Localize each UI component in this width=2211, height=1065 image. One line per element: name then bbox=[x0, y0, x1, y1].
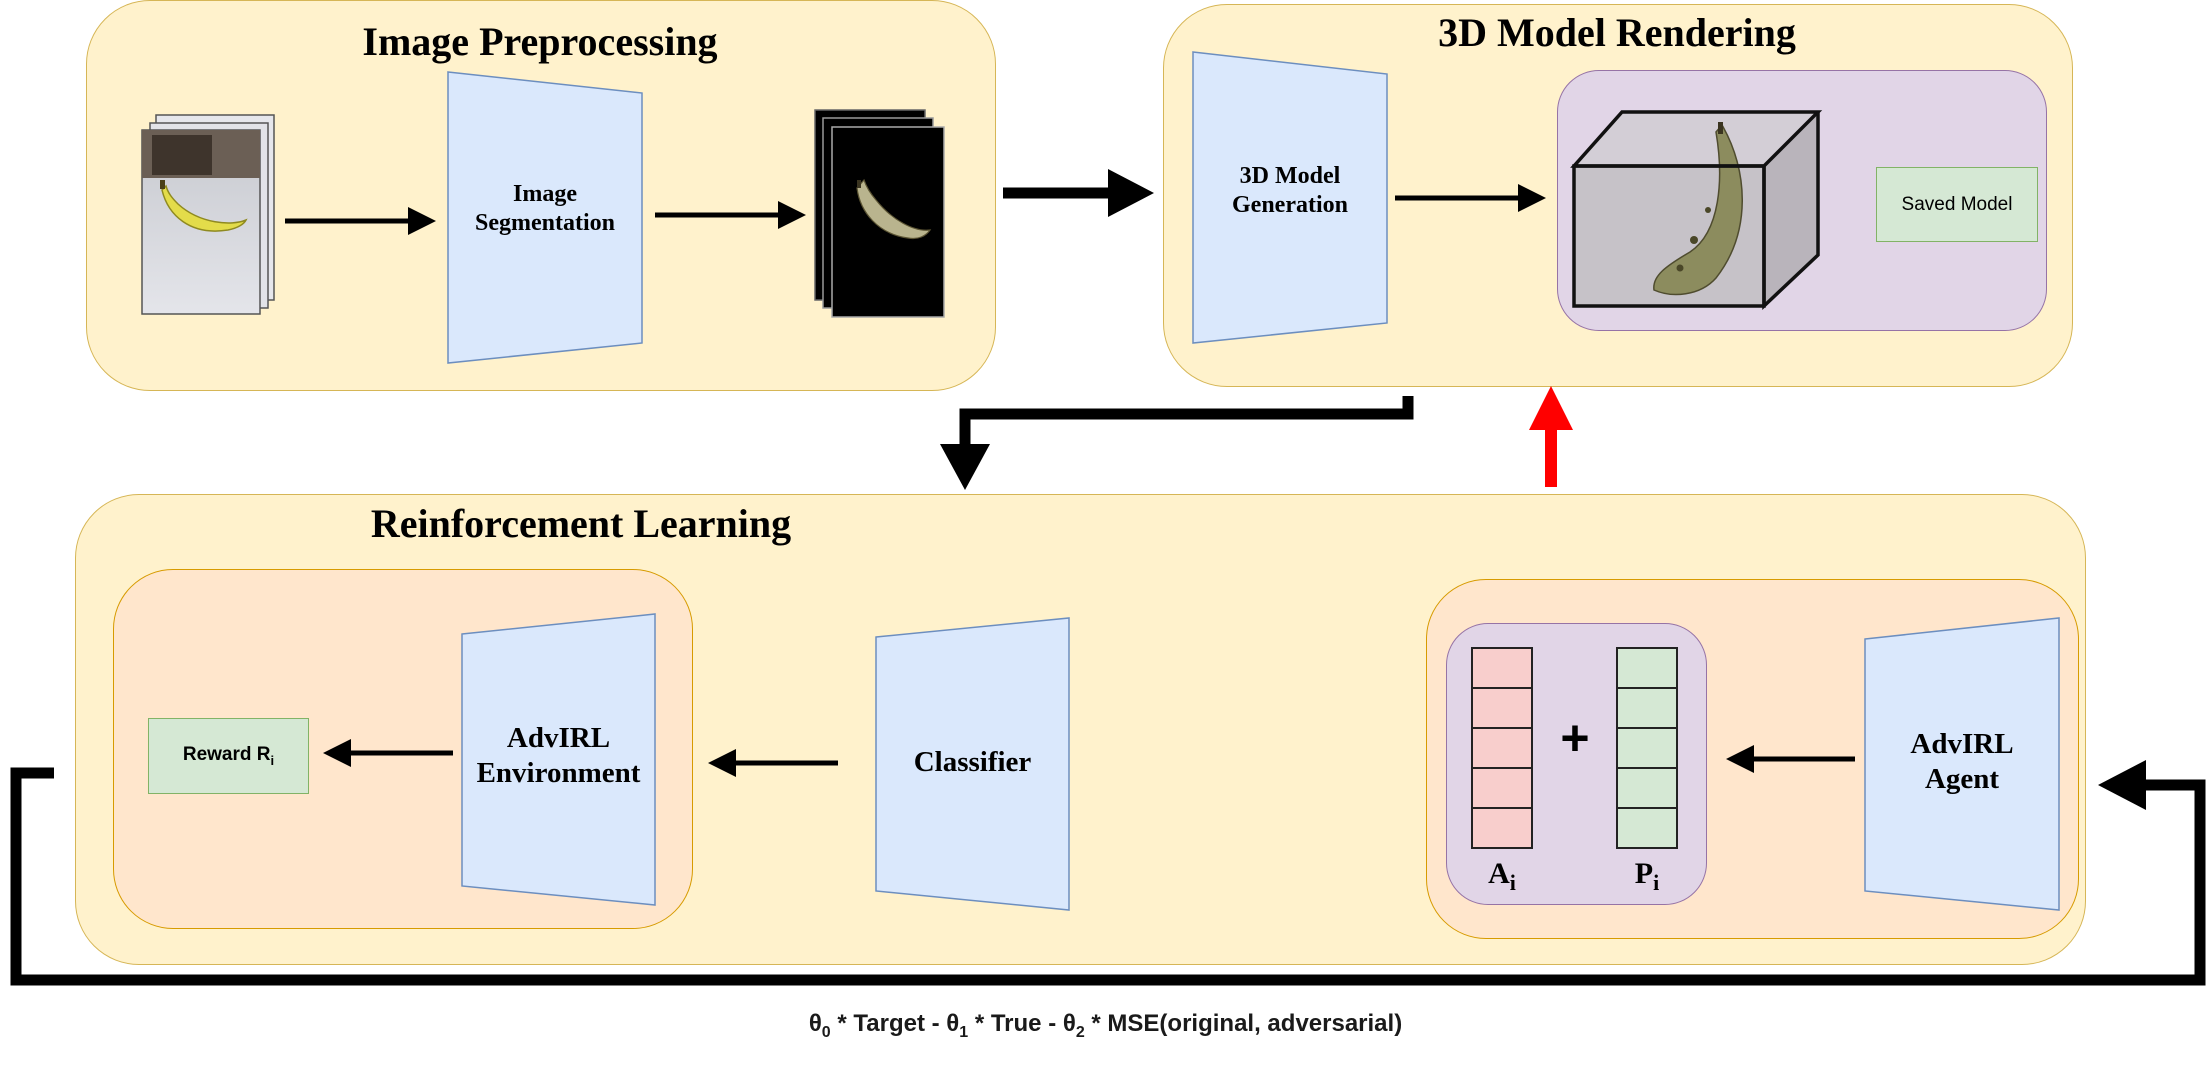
arrow-classifier-to-environment bbox=[708, 749, 838, 777]
generation-block bbox=[1192, 51, 1388, 344]
classifier-label: Classifier bbox=[913, 746, 1032, 778]
agent-label: AdvIRL Agent bbox=[1910, 728, 2014, 795]
classifier-block bbox=[875, 617, 1070, 911]
reward-loop-arrow bbox=[10, 760, 2206, 986]
banana-3d-cube-icon bbox=[1570, 110, 1823, 311]
plus-sign: + bbox=[1560, 710, 1590, 766]
arrow-generation-to-model bbox=[1395, 184, 1546, 212]
agent-block bbox=[1864, 617, 2060, 911]
preprocessing-title: Image Preprocessing bbox=[362, 19, 718, 64]
arrow-environment-to-reward bbox=[323, 739, 453, 767]
segmentation-block bbox=[447, 71, 643, 364]
action-vector-label: Ai bbox=[1488, 857, 1516, 895]
action-vector bbox=[1471, 647, 1533, 849]
rl-title: Reinforcement Learning bbox=[370, 501, 792, 546]
arrow-agent-to-actions bbox=[1726, 745, 1855, 773]
segmented-banana-stack-icon bbox=[814, 109, 945, 318]
parameter-vector-label: Pi bbox=[1634, 857, 1660, 895]
reward-formula: θ0 * Target - θ1 * True - θ2 * MSE(origi… bbox=[808, 1010, 1403, 1041]
arrow-segmentation-to-masks bbox=[655, 201, 806, 229]
parameter-vector bbox=[1616, 647, 1678, 849]
arrow-rendering-to-rl bbox=[940, 396, 1414, 490]
banana-photo-stack-icon bbox=[141, 114, 275, 315]
saved-model-box: Saved Model bbox=[1876, 167, 2038, 242]
environment-label: AdvIRL Environment bbox=[476, 722, 641, 789]
environment-block bbox=[461, 613, 656, 906]
saved-model-label: Saved Model bbox=[1901, 193, 2013, 215]
feedback-arrow bbox=[1529, 386, 1573, 487]
reward-label: Reward Ri bbox=[182, 744, 275, 768]
arrow-preprocessing-to-rendering bbox=[1003, 169, 1154, 217]
arrow-photos-to-segmentation bbox=[285, 207, 436, 235]
rendering-title: 3D Model Rendering bbox=[1438, 10, 1796, 55]
reward-box: Reward Ri bbox=[148, 718, 309, 794]
segmentation-label: Image Segmentation bbox=[475, 181, 615, 236]
generation-label: 3D Model Generation bbox=[1232, 163, 1348, 218]
